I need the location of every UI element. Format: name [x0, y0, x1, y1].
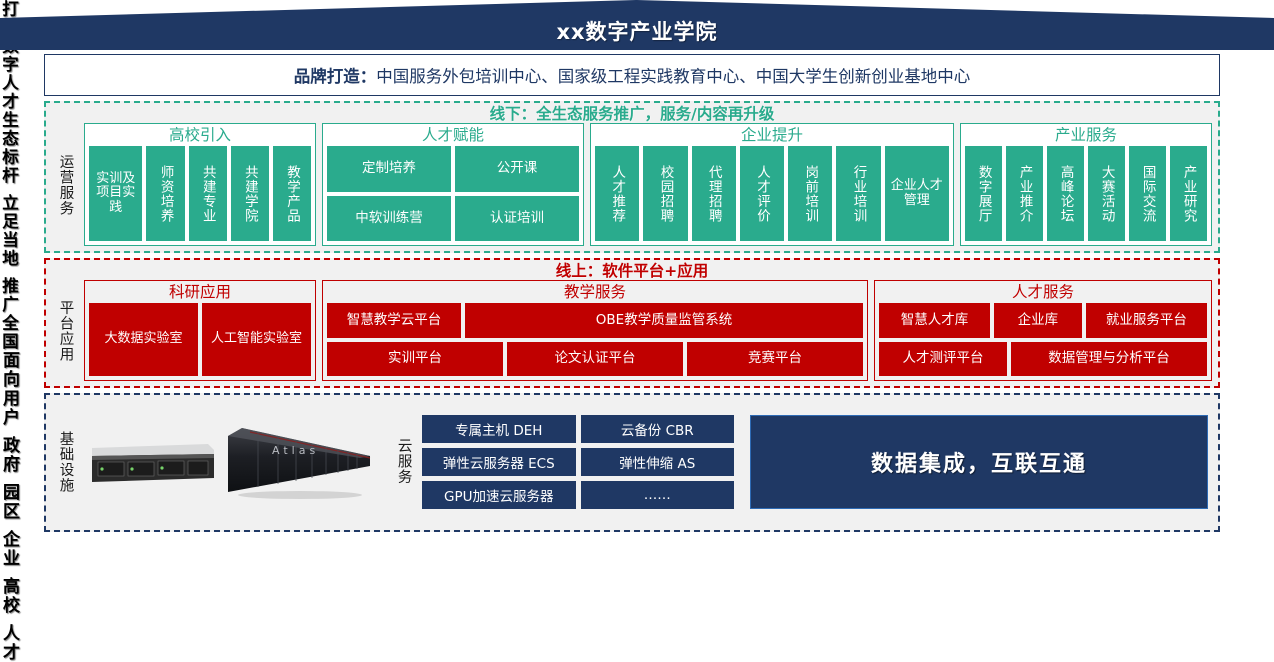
hardware-illustration: Atlas: [84, 398, 384, 525]
tile-bootcamp[interactable]: 中软训练营: [327, 195, 451, 241]
left-rail-line-3: 推广全国: [0, 277, 19, 351]
brand-body: 中国服务外包培训中心、国家级工程实践教育中心、中国大学生创新创业基地中心: [376, 67, 971, 86]
tile-faculty-training[interactable]: 师资培养: [146, 146, 185, 241]
tile-practice[interactable]: 实训及项目实践: [89, 146, 143, 241]
tile-obe-quality-system[interactable]: OBE教学质量监管系统: [465, 303, 863, 338]
tile-row: 数字展厅 产业推介 高峰论坛 大赛活动 国际交流 产业研究: [965, 146, 1207, 241]
group-title: 产业服务: [1054, 126, 1117, 144]
group-title: 人才赋能: [421, 126, 484, 144]
integration-banner: 数据集成，互联互通: [750, 414, 1208, 509]
tile-row: 实训及项目实践 师资培养 共建专业 共建学院 教学产品: [89, 146, 311, 241]
tile-talent-assessment[interactable]: 人才测评平台: [879, 341, 1007, 376]
tile-row: 大数据实验室 人工智能实验室: [89, 303, 311, 376]
header-banner: xx数字产业学院: [0, 0, 1274, 50]
group-title: 人才服务: [1011, 283, 1074, 301]
platform-side-label: 平台应用: [57, 299, 74, 362]
left-slogan-rail: 打造数字人才生态标杆 立足当地 推广全国: [0, 0, 36, 351]
group-teaching-services[interactable]: 教学服务 智慧教学云平台 OBE教学质量监管系统 实训平台 论文认证平台 竞赛平…: [322, 280, 868, 381]
cloud-chip-deh[interactable]: 专属主机 DEH: [422, 414, 576, 443]
tile-agency-recruit[interactable]: 代理招聘: [691, 146, 736, 241]
group-title: 科研应用: [168, 283, 231, 301]
diagram-stack: 品牌打造：中国服务外包培训中心、国家级工程实践教育中心、中国大学生创新创业基地中…: [44, 54, 1220, 532]
tile-industry-training[interactable]: 行业培训: [836, 146, 881, 241]
tile-ai-lab[interactable]: 人工智能实验室: [202, 303, 311, 376]
tile-campus-recruit[interactable]: 校园招聘: [643, 146, 688, 241]
cloud-chip-gpu[interactable]: GPU加速云服务器: [422, 480, 576, 509]
tile-co-college[interactable]: 共建学院: [230, 146, 269, 241]
right-audience-rail: 面向用户 政府 园区 企业 高校 人才: [0, 351, 46, 662]
infrastructure-side-label: 基础设施: [57, 430, 74, 493]
platform-heading: 线上：软件平台+应用: [555, 262, 709, 280]
group-talent-enablement[interactable]: 人才赋能 定制培养 公开课 中软训练营 认证培训: [322, 123, 584, 246]
right-rail-line-5: 高校: [0, 577, 20, 615]
tile-enterprise-pool[interactable]: 企业库: [994, 303, 1082, 338]
group-talent-services[interactable]: 人才服务 智慧人才库 企业库 就业服务平台 人才测评平台 数据管理与分析平台: [874, 280, 1212, 381]
tile-employment-platform[interactable]: 就业服务平台: [1085, 303, 1207, 338]
right-rail-line-6: 人才: [0, 624, 20, 662]
tile-industry-promo[interactable]: 产业推介: [1006, 146, 1043, 241]
tile-custom-training[interactable]: 定制培养: [327, 146, 451, 192]
tile-bigdata-lab[interactable]: 大数据实验室: [89, 303, 198, 376]
tile-industry-research[interactable]: 产业研究: [1170, 146, 1207, 241]
cloud-service-label: 云服务: [395, 438, 412, 485]
group-title: 高校引入: [168, 126, 231, 144]
platform-band: 线上：软件平台+应用 平台应用 科研应用 大数据实验室 人工智能实验室 教学服务…: [44, 258, 1220, 388]
tile-co-major[interactable]: 共建专业: [188, 146, 227, 241]
tile-data-analytics-platform[interactable]: 数据管理与分析平台: [1010, 341, 1207, 376]
tile-certification[interactable]: 认证培训: [455, 195, 579, 241]
tile-grid: 智慧人才库 企业库 就业服务平台 人才测评平台 数据管理与分析平台: [879, 303, 1207, 376]
group-research-apps[interactable]: 科研应用 大数据实验室 人工智能实验室: [84, 280, 316, 381]
tile-teaching-product[interactable]: 教学产品: [272, 146, 311, 241]
group-title: 教学服务: [563, 283, 626, 301]
cloud-chip-ecs[interactable]: 弹性云服务器 ECS: [422, 447, 576, 476]
tile-thesis-cert-platform[interactable]: 论文认证平台: [507, 341, 683, 376]
left-rail-line-2: 立足当地: [0, 194, 19, 268]
cloud-chip-cbr[interactable]: 云备份 CBR: [580, 414, 734, 443]
tile-digital-hall[interactable]: 数字展厅: [965, 146, 1002, 241]
right-rail-line-2: 政府: [0, 436, 20, 474]
header-roof-shape: [0, 0, 1274, 50]
brand-strip: 品牌打造：中国服务外包培训中心、国家级工程实践教育中心、中国大学生创新创业基地中…: [44, 54, 1220, 96]
tile-talent-referral[interactable]: 人才推荐: [595, 146, 640, 241]
group-university-intake[interactable]: 高校引入 实训及项目实践 师资培养 共建专业 共建学院 教学产品: [84, 123, 316, 246]
cloud-service-list: 专属主机 DEH 云备份 CBR 弹性云服务器 ECS 弹性伸缩 AS GPU加…: [422, 414, 734, 509]
operations-band: 线下：全生态服务推广，服务/内容再升级 运营服务 高校引入 实训及项目实践 师资…: [44, 101, 1220, 253]
group-industry-service[interactable]: 产业服务 数字展厅 产业推介 高峰论坛 大赛活动 国际交流 产业研究: [960, 123, 1212, 246]
right-rail-line-1: 面向用户: [0, 351, 20, 427]
rack-server-icon: [92, 443, 214, 482]
cloud-chip-more[interactable]: ……: [580, 480, 734, 509]
operations-heading: 线下：全生态服务推广，服务/内容再升级: [489, 105, 775, 123]
tile-pre-job-training[interactable]: 岗前培训: [788, 146, 833, 241]
tile-competition-platform[interactable]: 竞赛平台: [687, 341, 863, 376]
cloud-chip-as[interactable]: 弹性伸缩 AS: [580, 447, 734, 476]
tile-smart-teaching-cloud[interactable]: 智慧教学云平台: [327, 303, 461, 338]
tile-row: 人才推荐 校园招聘 代理招聘 人才评价 岗前培训 行业培训 企业人才管理: [595, 146, 949, 241]
tile-open-course[interactable]: 公开课: [455, 146, 579, 192]
atlas-server-icon: Atlas: [228, 427, 371, 499]
group-enterprise-upgrade[interactable]: 企业提升 人才推荐 校园招聘 代理招聘 人才评价 岗前培训 行业培训 企业人才管…: [590, 123, 954, 246]
tile-intl-exchange[interactable]: 国际交流: [1129, 146, 1166, 241]
right-rail-line-3: 园区: [0, 483, 20, 521]
operations-side-label: 运营服务: [57, 153, 74, 216]
tile-grid: 智慧教学云平台 OBE教学质量监管系统 实训平台 论文认证平台 竞赛平台: [327, 303, 863, 376]
tile-training-platform[interactable]: 实训平台: [327, 341, 503, 376]
tile-smart-talent-pool[interactable]: 智慧人才库: [879, 303, 991, 338]
page-title: xx数字产业学院: [556, 20, 718, 44]
group-title: 企业提升: [740, 126, 803, 144]
brand-label: 品牌打造：: [293, 67, 377, 86]
infrastructure-band: 基础设施: [44, 393, 1220, 532]
svg-text:Atlas: Atlas: [272, 444, 319, 457]
tile-grid: 定制培养 公开课 中软训练营 认证培训: [327, 146, 579, 241]
tile-summit-forum[interactable]: 高峰论坛: [1047, 146, 1084, 241]
tile-enterprise-talent-mgmt[interactable]: 企业人才管理: [884, 146, 949, 241]
brand-text: 品牌打造：中国服务外包培训中心、国家级工程实践教育中心、中国大学生创新创业基地中…: [294, 63, 971, 87]
tile-talent-eval[interactable]: 人才评价: [739, 146, 785, 241]
tile-competition[interactable]: 大赛活动: [1088, 146, 1125, 241]
